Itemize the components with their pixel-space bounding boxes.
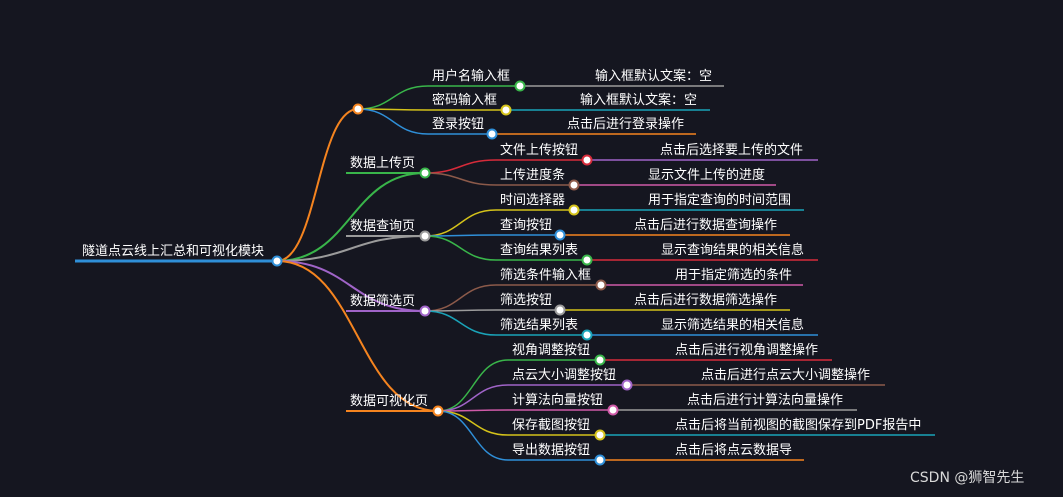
child-node[interactable] — [621, 379, 633, 391]
child-label: 筛选按钮 — [500, 293, 552, 308]
watermark: CSDN @狮智先生 — [910, 470, 1024, 486]
child-node[interactable] — [568, 179, 580, 191]
detail-label: 显示文件上传的进度 — [648, 167, 765, 183]
branch-label: 数据查询页 — [350, 219, 415, 234]
child-edge — [437, 359, 509, 412]
branch-edge — [276, 108, 359, 262]
branch-node[interactable] — [419, 305, 431, 317]
child-label: 计算法向量按钮 — [512, 392, 603, 408]
child-label: 点云大小调整按钮 — [512, 368, 616, 383]
detail-label: 点击后进行点云大小调整操作 — [701, 367, 870, 383]
branch-label: 数据筛选页 — [350, 294, 415, 309]
child-label: 筛选条件输入框 — [500, 267, 591, 283]
branch-edge — [276, 260, 426, 312]
branch-node[interactable] — [419, 230, 431, 242]
detail-label: 点击后进行数据查询操作 — [634, 217, 777, 233]
child-node[interactable] — [568, 204, 580, 216]
child-edge — [357, 85, 429, 110]
detail-label: 点击后进行计算法向量操作 — [687, 392, 843, 408]
branch-edge — [276, 235, 426, 262]
child-label: 时间选择器 — [500, 193, 565, 208]
branch-label: 数据可视化页 — [350, 394, 428, 409]
detail-label: 输入框默认文案：空 — [580, 92, 697, 108]
child-label: 查询按钮 — [500, 218, 552, 233]
child-node[interactable] — [486, 128, 498, 140]
detail-label: 输入框默认文案：空 — [595, 68, 712, 84]
child-edge — [424, 159, 497, 174]
child-node[interactable] — [581, 254, 593, 266]
root-node[interactable] — [271, 255, 283, 267]
detail-label: 点击后将点云数据导 — [675, 443, 792, 458]
child-edge — [357, 108, 429, 135]
child-node[interactable] — [594, 354, 606, 366]
branch-edge — [276, 172, 426, 262]
child-node[interactable] — [500, 104, 512, 116]
detail-label: 显示查询结果的相关信息 — [661, 242, 804, 258]
child-node[interactable] — [554, 304, 566, 316]
child-node[interactable] — [581, 154, 593, 166]
child-edge — [424, 310, 497, 336]
child-label: 保存截图按钮 — [512, 418, 590, 433]
child-label: 密码输入框 — [432, 92, 497, 108]
detail-label: 点击后选择要上传的文件 — [660, 142, 803, 158]
detail-label: 点击后进行数据筛选操作 — [634, 292, 777, 308]
detail-label: 点击后进行视角调整操作 — [675, 342, 818, 358]
branch-node[interactable] — [352, 103, 364, 115]
child-edge — [424, 284, 497, 312]
child-node[interactable] — [514, 80, 526, 92]
child-label: 上传进度条 — [500, 167, 565, 183]
child-label: 查询结果列表 — [500, 243, 578, 258]
child-node[interactable] — [581, 329, 593, 341]
child-edge — [424, 235, 497, 261]
detail-label: 点击后将当前视图的截图保存到PDF报告中 — [675, 417, 921, 433]
branch-node[interactable] — [432, 405, 444, 417]
detail-label: 用于指定筛选的条件 — [675, 267, 792, 283]
child-label: 用户名输入框 — [432, 68, 510, 84]
child-node[interactable] — [554, 229, 566, 241]
child-label: 筛选结果列表 — [500, 318, 578, 333]
child-label: 登录按钮 — [432, 117, 484, 132]
labels: 隧道点云线上汇总和可视化模块用户名输入框输入框默认文案：空密码输入框输入框默认文… — [82, 68, 921, 458]
child-node[interactable] — [595, 279, 607, 291]
branch-edge — [276, 260, 439, 412]
child-label: 视角调整按钮 — [512, 343, 590, 358]
root-label: 隧道点云线上汇总和可视化模块 — [82, 243, 264, 259]
edges — [276, 85, 509, 461]
child-edge — [424, 209, 497, 237]
child-label: 导出数据按钮 — [512, 443, 590, 458]
underlines — [75, 85, 935, 461]
child-label: 文件上传按钮 — [500, 143, 578, 158]
child-node[interactable] — [594, 429, 606, 441]
branch-label: 数据上传页 — [350, 156, 415, 171]
child-edge — [437, 410, 509, 436]
child-node[interactable] — [607, 404, 619, 416]
detail-label: 显示筛选结果的相关信息 — [661, 317, 804, 333]
child-edge — [424, 172, 497, 186]
detail-label: 用于指定查询的时间范围 — [648, 192, 791, 208]
child-edge — [437, 410, 509, 461]
child-edge — [437, 384, 509, 412]
nodes — [271, 80, 633, 466]
detail-label: 点击后进行登录操作 — [567, 116, 684, 132]
child-node[interactable] — [594, 454, 606, 466]
branch-node[interactable] — [419, 167, 431, 179]
